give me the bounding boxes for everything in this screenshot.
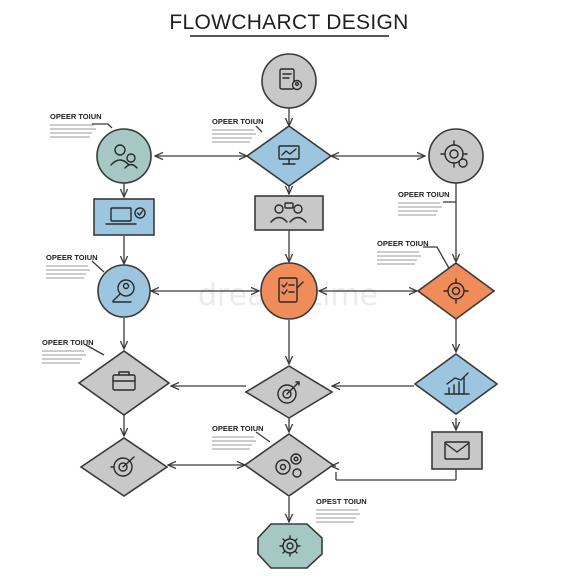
- leader-a1: [92, 123, 113, 129]
- node-left-briefcase[interactable]: [77, 350, 171, 416]
- leader-a4: [91, 260, 105, 273]
- annotation-title: OPEER TOIUN: [398, 190, 450, 199]
- annotation-title: OPEER TOIUN: [212, 117, 264, 126]
- node-right-gear-circle[interactable]: [428, 128, 484, 184]
- annotation-a4: OPEER TOIUN: [46, 253, 98, 279]
- annotation-a6: OPEER TOIUN: [42, 338, 94, 364]
- annotation-a7: OPEER TOIUN: [212, 424, 264, 450]
- node-left-users[interactable]: [96, 128, 152, 184]
- annotation-a3: OPEER TOIUN: [398, 190, 450, 216]
- annotation-a8: OPEST TOIUN: [316, 497, 367, 523]
- leader-a6: [85, 344, 105, 356]
- annotation-leaders: [85, 123, 456, 443]
- annotation-a2: OPEER TOIUN: [212, 117, 264, 143]
- annotation-title: OPEER TOIUN: [46, 253, 98, 262]
- node-center-gears[interactable]: [243, 433, 335, 497]
- leader-a5: [423, 246, 451, 271]
- node-left-goal[interactable]: [79, 437, 169, 497]
- node-center-target[interactable]: [244, 365, 334, 419]
- annotation-title: OPEER TOIUN: [377, 239, 429, 248]
- annotation-title: OPEST TOIUN: [316, 497, 367, 506]
- gear-dollar-icon: [440, 140, 468, 168]
- gear-dollar-icon: [443, 278, 469, 304]
- document-user-icon: [279, 68, 303, 91]
- target-gear-icon: [110, 456, 135, 477]
- node-bottom-end[interactable]: [257, 523, 323, 569]
- leader-a2: [255, 125, 263, 133]
- node-center-diamond[interactable]: [245, 125, 333, 187]
- monitor-chart-icon: [278, 145, 300, 165]
- node-left-laptop[interactable]: [93, 198, 155, 236]
- laptop-check-icon: [105, 207, 146, 225]
- node-right-growth[interactable]: [413, 353, 499, 415]
- node-right-orange-diamond[interactable]: [416, 262, 496, 320]
- gears-dollar-icon: [275, 453, 302, 478]
- annotation-a5: OPEER TOIUN: [377, 239, 429, 265]
- node-top-document[interactable]: [261, 53, 317, 109]
- envelope-icon: [444, 441, 470, 460]
- node-right-mail[interactable]: [431, 431, 483, 470]
- connectors: [124, 108, 456, 522]
- briefcase-icon: [112, 371, 136, 391]
- node-center-meeting[interactable]: [254, 195, 324, 231]
- annotation-title: OPEER TOIUN: [42, 338, 94, 347]
- diagram-title: FLOWCHARCT DESIGN: [169, 11, 408, 34]
- gear-icon: [279, 535, 301, 557]
- checklist-icon: [278, 277, 304, 303]
- annotation-a1: OPEER TOIUN: [50, 112, 102, 138]
- annotation-title: OPEER TOIUN: [50, 112, 102, 121]
- target-icon: [277, 381, 300, 404]
- node-left-search[interactable]: [97, 264, 151, 318]
- users-icon: [110, 144, 138, 169]
- bar-chart-growth-icon: [444, 372, 470, 395]
- annotation-title: OPEER TOIUN: [212, 424, 264, 433]
- meeting-people-icon: [270, 202, 307, 223]
- node-center-checklist[interactable]: [260, 262, 318, 320]
- search-user-icon: [112, 279, 135, 303]
- leader-a7: [255, 431, 271, 443]
